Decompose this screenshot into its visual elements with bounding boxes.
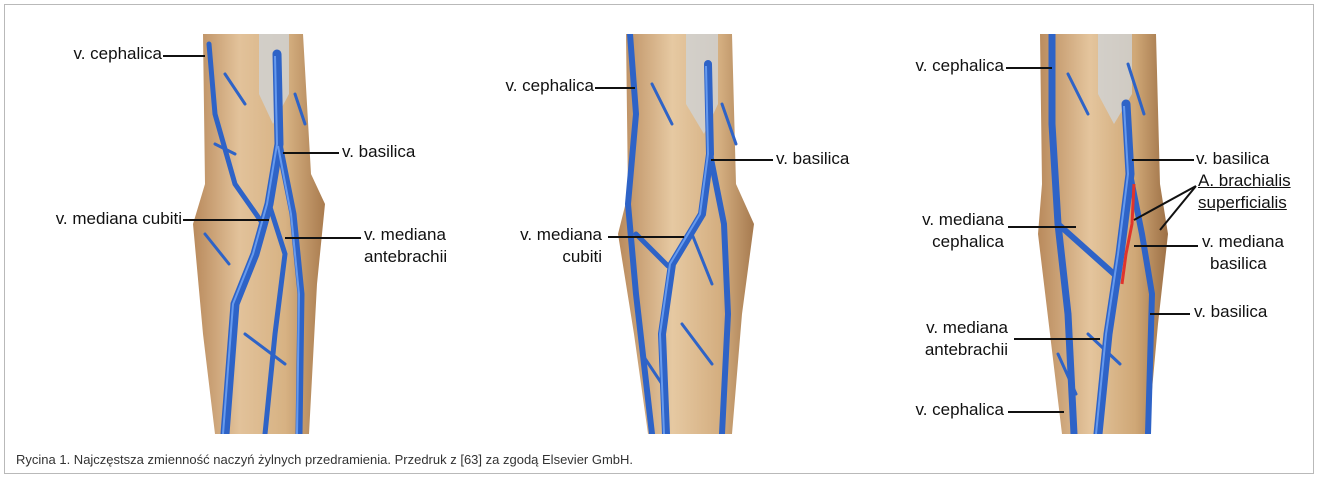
label-cephalica-top-2: v. cephalica — [470, 76, 594, 96]
label-basilica-bottom-3: v. basilica — [1194, 302, 1267, 322]
leader-cephalica-top-1 — [163, 55, 205, 57]
leader-mediana-antebrachii-3 — [1014, 338, 1100, 340]
label-basilica-2: v. basilica — [776, 149, 849, 169]
label-basilica-top-3: v. basilica — [1196, 149, 1269, 169]
leader-arteria-3 — [1130, 180, 1200, 232]
leader-cephalica-top-3 — [1006, 67, 1052, 69]
leader-basilica-bottom-3 — [1150, 313, 1190, 315]
arm-illustration-2 — [612, 34, 762, 434]
leader-mediana-cubiti-1 — [183, 219, 269, 221]
label-arteria-3a: A. brachialis — [1198, 171, 1291, 191]
label-cephalica-bottom-3: v. cephalica — [880, 400, 1004, 420]
leader-mediana-basilica-3 — [1134, 245, 1198, 247]
label-mediana-antebrachii-3a: v. mediana — [900, 318, 1008, 338]
leader-basilica-2 — [711, 159, 773, 161]
label-mediana-basilica-3a: v. mediana — [1202, 232, 1284, 252]
label-mediana-cubiti-1: v. mediana cubiti — [24, 209, 182, 229]
label-mediana-cephalica-3a: v. mediana — [900, 210, 1004, 230]
label-mediana-antebrachii-3b: antebrachii — [900, 340, 1008, 360]
label-mediana-antebrachii-1a: v. mediana — [364, 225, 446, 245]
leader-basilica-top-3 — [1132, 159, 1194, 161]
label-mediana-cubiti-2b: cubiti — [480, 247, 602, 267]
label-mediana-cubiti-2a: v. mediana — [480, 225, 602, 245]
label-mediana-antebrachii-1b: antebrachii — [364, 247, 447, 267]
arm-illustration-1 — [185, 34, 345, 434]
label-arteria-3b: superficialis — [1198, 193, 1287, 213]
figure-caption: Rycina 1. Najczęstsza zmienność naczyń ż… — [16, 452, 633, 467]
label-mediana-basilica-3b: basilica — [1210, 254, 1267, 274]
leader-basilica-1 — [283, 152, 339, 154]
leader-cephalica-bottom-3 — [1008, 411, 1064, 413]
leader-mediana-antebrachii-1 — [285, 237, 361, 239]
label-basilica-1: v. basilica — [342, 142, 415, 162]
label-mediana-cephalica-3b: cephalica — [900, 232, 1004, 252]
leader-mediana-cubiti-2 — [608, 236, 684, 238]
leader-cephalica-top-2 — [595, 87, 635, 89]
arm-illustration-3 — [1028, 34, 1178, 434]
label-cephalica-top-3: v. cephalica — [880, 56, 1004, 76]
label-cephalica-top-1: v. cephalica — [38, 44, 162, 64]
leader-mediana-cephalica-3 — [1008, 226, 1076, 228]
